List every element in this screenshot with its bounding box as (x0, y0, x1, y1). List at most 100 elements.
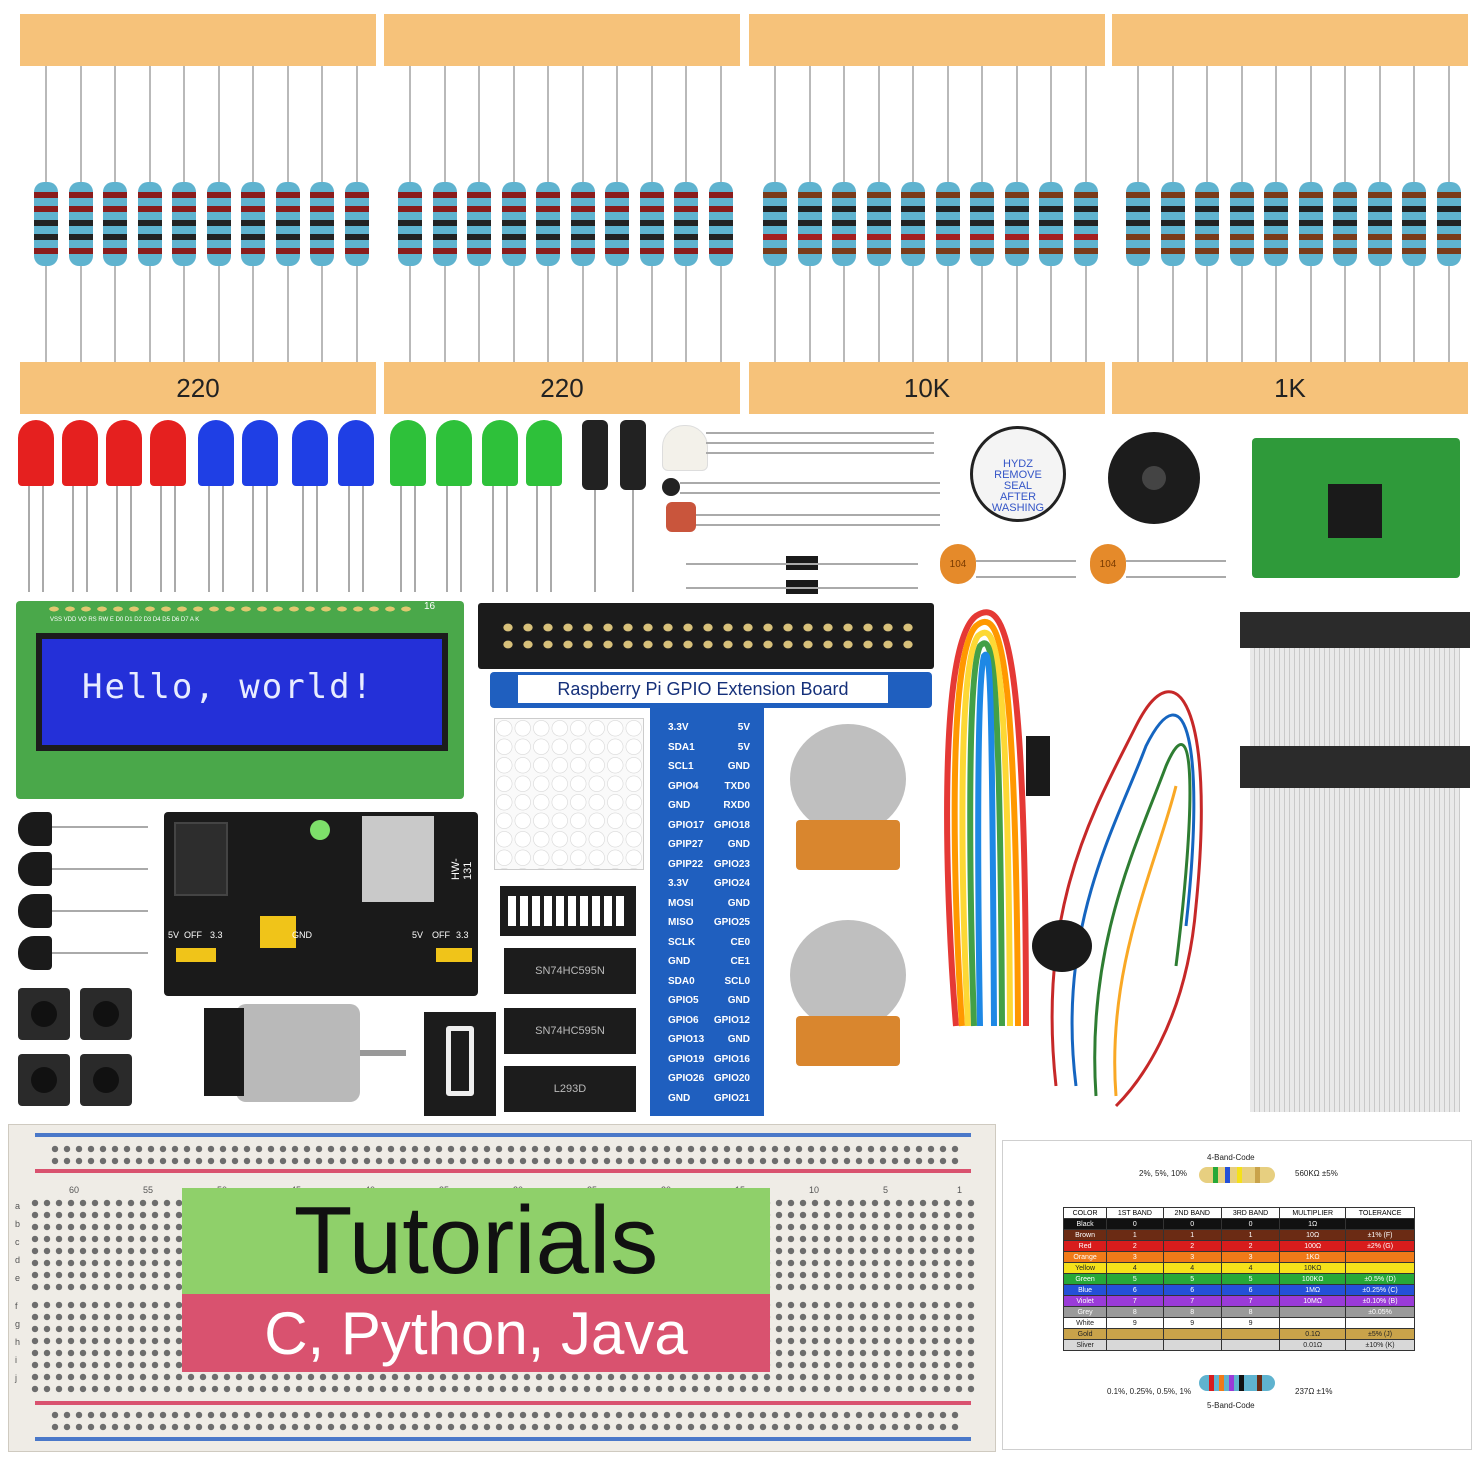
color-code-cell: 0 (1106, 1218, 1164, 1230)
gpio-pin-label: GPIO23 (713, 858, 750, 870)
color-code-cell: 5 (1106, 1273, 1164, 1285)
color-code-cell (1345, 1218, 1415, 1230)
dc-motor (236, 1004, 360, 1102)
resistor (605, 182, 629, 266)
color-code-header: COLOR (1062, 1207, 1108, 1219)
gpio-pin-label: GPIO13 (668, 1034, 705, 1045)
color-code-cell: 9 (1162, 1317, 1222, 1329)
gpio-pin-label: GPIP22 (668, 858, 704, 870)
resistor (1073, 182, 1098, 266)
color-code-cell: 0.1Ω (1279, 1328, 1347, 1340)
passive-buzzer (1108, 432, 1200, 524)
color-code-cell: 1 (1162, 1229, 1222, 1241)
resistor (137, 182, 162, 266)
band5-tolerance-note: 0.1%, 0.25%, 0.5%, 1% (1107, 1387, 1192, 1396)
resistor (797, 182, 822, 266)
color-code-cell (1279, 1317, 1347, 1329)
gpio-pin-label: GPIO17 (668, 819, 705, 831)
gpio-pin-label: GPIO5 (668, 995, 699, 1006)
resistor (1333, 182, 1357, 266)
resistor (344, 182, 369, 266)
gpio-pin-label: SCL1 (668, 761, 694, 772)
transistor (18, 812, 52, 846)
color-code-header: 3RD BAND (1220, 1207, 1281, 1219)
color-code-cell (1345, 1262, 1415, 1274)
transistor (18, 852, 52, 886)
resistor (1298, 182, 1323, 266)
blue-led (198, 420, 234, 486)
green-led (526, 420, 562, 486)
color-code-cell: 1MΩ (1279, 1284, 1347, 1296)
potentiometer (790, 724, 906, 834)
gpio-pin-label: 5V (737, 741, 750, 753)
potentiometer (790, 920, 906, 1030)
resistor (763, 182, 787, 266)
tutorials-languages: C, Python, Java (182, 1294, 770, 1372)
resistor (570, 182, 595, 266)
gpio-pin-label: SDA1 (668, 741, 695, 753)
breadboard-column-number: 10 (809, 1185, 820, 1195)
resistor (708, 182, 733, 266)
power-module-model: HW-131 (450, 858, 474, 880)
gpio-pin-label: GND (727, 1034, 750, 1045)
color-code-cell (1162, 1328, 1222, 1340)
color-code-cell: 8 (1162, 1306, 1222, 1318)
color-code-cell: Sliver (1062, 1339, 1108, 1351)
color-code-cell: 9 (1220, 1317, 1281, 1329)
green-led (482, 420, 518, 486)
color-code-cell: ±0.25% (C) (1345, 1284, 1415, 1296)
gpio-pin-label: SCL0 (724, 975, 750, 987)
color-code-cell: 0 (1220, 1218, 1281, 1230)
color-code-cell: 1Ω (1279, 1218, 1347, 1230)
color-code-cell: 2 (1220, 1240, 1281, 1252)
resistor (970, 182, 994, 266)
resistor-group: 220 (384, 14, 740, 414)
color-code-cell: 4 (1220, 1262, 1281, 1274)
green-led (436, 420, 472, 486)
color-code-cell: 5 (1162, 1273, 1222, 1285)
color-code-cell: 8 (1220, 1306, 1281, 1318)
gpio-pin-label: GPIO26 (668, 1073, 705, 1084)
breadboard-row-letter: h (15, 1337, 21, 1347)
transistor (18, 936, 52, 970)
lcd1602-display: 16 VSS VDD VO RS RW E D0 D1 D2 D3 D4 D5 … (16, 601, 464, 799)
band4-resistor (1199, 1167, 1275, 1183)
red-led (18, 420, 54, 486)
gpio-pin-label: 5V (737, 722, 750, 733)
push-button (18, 1054, 70, 1106)
color-code-cell: Red (1062, 1240, 1108, 1252)
resistor (241, 182, 265, 266)
potentiometer-base (796, 1016, 900, 1066)
rgb-led (662, 425, 708, 471)
color-code-cell: Violet (1062, 1295, 1108, 1307)
red-led (106, 420, 142, 486)
ic-chip: L293D (504, 1066, 636, 1112)
color-code-cell: ±10% (K) (1345, 1339, 1415, 1351)
gpio-pin-label: 3.3V (668, 878, 689, 889)
color-code-header: TOLERANCE (1345, 1207, 1415, 1219)
resistor-group: 10K (749, 14, 1105, 414)
push-button (80, 988, 132, 1040)
color-code-cell (1220, 1339, 1281, 1351)
resistor (501, 182, 526, 266)
gpio-pin-label: GND (668, 956, 691, 967)
gpio-pin-label: GPIO4 (668, 780, 699, 792)
color-code-cell: 9 (1106, 1317, 1164, 1329)
gpio-pin-label: GND (727, 839, 750, 850)
push-button (18, 988, 70, 1040)
resistor (310, 182, 334, 266)
gpio-pin-label: 3.3V (668, 722, 689, 733)
led-dot-matrix (494, 718, 644, 870)
breadboard-row-letter: a (15, 1201, 21, 1211)
gpio-header (478, 603, 934, 669)
color-code-cell: 10Ω (1279, 1229, 1347, 1241)
color-code-cell: ±2% (G) (1345, 1240, 1415, 1252)
red-led (150, 420, 186, 486)
gpio-pin-label: GND (727, 897, 750, 909)
